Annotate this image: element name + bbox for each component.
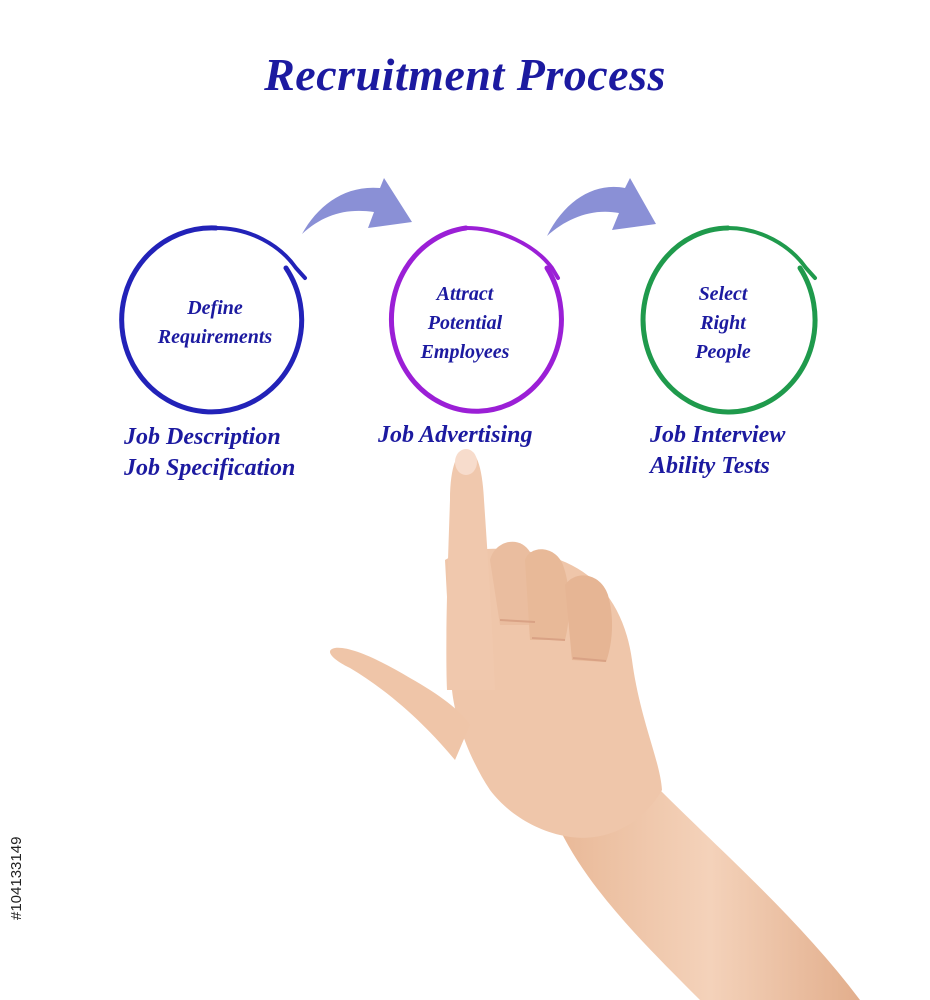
step-1-line-1: Define bbox=[187, 297, 243, 319]
step-1-line-2: Requirements bbox=[157, 326, 273, 348]
step-1-label: Define Requirements bbox=[120, 294, 310, 352]
step-1-circle bbox=[119, 225, 307, 415]
image-id-watermark: #104133149 bbox=[8, 770, 38, 930]
step-3-details: Job Interview Ability Tests bbox=[650, 420, 785, 482]
step-3-detail-2: Ability Tests bbox=[650, 453, 770, 479]
step-2-line-1: Attract bbox=[436, 283, 494, 305]
step-2-details: Job Advertising bbox=[378, 420, 532, 451]
arrow-icon bbox=[547, 178, 656, 236]
step-2-circle bbox=[388, 225, 564, 414]
step-3-line-1: Select bbox=[698, 283, 748, 305]
step-1-detail-2: Job Specification bbox=[124, 455, 296, 481]
step-2-label: Attract Potential Employees bbox=[370, 280, 560, 367]
pointing-hand-icon bbox=[330, 449, 860, 1000]
diagram-title: Recruitment Process bbox=[264, 49, 666, 100]
step-1-details: Job Description Job Specification bbox=[124, 422, 295, 484]
step-2-detail-1: Job Advertising bbox=[378, 422, 533, 448]
step-3-label: Select Right People bbox=[628, 280, 818, 367]
step-3-circle bbox=[640, 225, 818, 415]
step-3-line-3: People bbox=[695, 341, 751, 363]
step-2-line-3: Employees bbox=[420, 341, 510, 363]
image-id-text: #104133149 bbox=[8, 836, 25, 920]
arrow-icon bbox=[302, 178, 412, 234]
step-3-detail-1: Job Interview bbox=[650, 422, 786, 448]
step-2-line-2: Potential bbox=[427, 312, 503, 334]
step-3-line-2: Right bbox=[700, 312, 746, 334]
step-1-detail-1: Job Description bbox=[124, 424, 281, 450]
